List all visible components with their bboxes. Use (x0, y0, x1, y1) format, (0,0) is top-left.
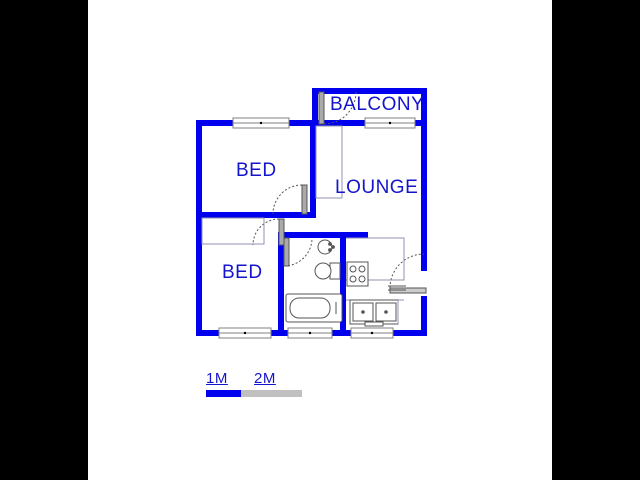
door-bed-bottom (252, 218, 285, 246)
room-label-balcony: BALCONY (330, 94, 425, 115)
stove-four-burner (346, 261, 369, 287)
wall-jamb-bed-top (281, 212, 310, 218)
bathroom-fixtures (285, 239, 343, 323)
window-balcony-south (364, 117, 416, 129)
wall-bedrooms-divider (196, 212, 281, 218)
room-label-bed-bottom: BED (222, 262, 263, 283)
door-entrance-east (389, 253, 427, 294)
wall-bed-top-east (310, 126, 316, 218)
bedroom-closet-bottom (201, 217, 265, 245)
floor-plan-paper: BED BED LOUNGE BALCONY 1M 2M (88, 0, 552, 480)
window-bathroom-south (287, 327, 333, 339)
window-group (218, 117, 416, 339)
kitchen-upper-detail (388, 285, 406, 291)
window-kitchen-south (350, 327, 394, 339)
toilet (314, 262, 341, 280)
scale-label-2m: 2M (254, 370, 276, 387)
wall-kitchen-north (340, 232, 368, 238)
wall-east-bottom (421, 296, 427, 336)
door-bed-top (272, 184, 308, 215)
kitchen-double-sink (349, 299, 399, 327)
room-label-lounge: LOUNGE (335, 177, 419, 198)
room-label-bed-top: BED (236, 160, 277, 181)
wash-basin (317, 239, 335, 255)
bedroom-closet-top (315, 125, 343, 199)
window-bed-top-north (232, 117, 290, 129)
wall-bathroom-west (278, 232, 284, 336)
scale-bar-segment-1m (206, 390, 241, 397)
wall-bathroom-east (340, 238, 346, 336)
wall-east (421, 88, 427, 178)
bathtub (285, 293, 343, 323)
scale-bar-segment-2m (241, 390, 302, 397)
window-bed-bottom-south (218, 327, 272, 339)
wall-west (196, 120, 202, 336)
door-balcony (318, 91, 357, 125)
wall-balcony-west (312, 88, 318, 126)
wall-balcony-north (312, 88, 427, 94)
wall-east-lower (421, 178, 427, 271)
door-bathroom (283, 237, 313, 267)
wall-bathroom-north (278, 232, 368, 238)
scale-label-1m: 1M (206, 370, 228, 387)
kitchen-fixtures (346, 261, 406, 327)
scale-bar (206, 390, 302, 397)
floor-plan-drawing (196, 88, 427, 339)
